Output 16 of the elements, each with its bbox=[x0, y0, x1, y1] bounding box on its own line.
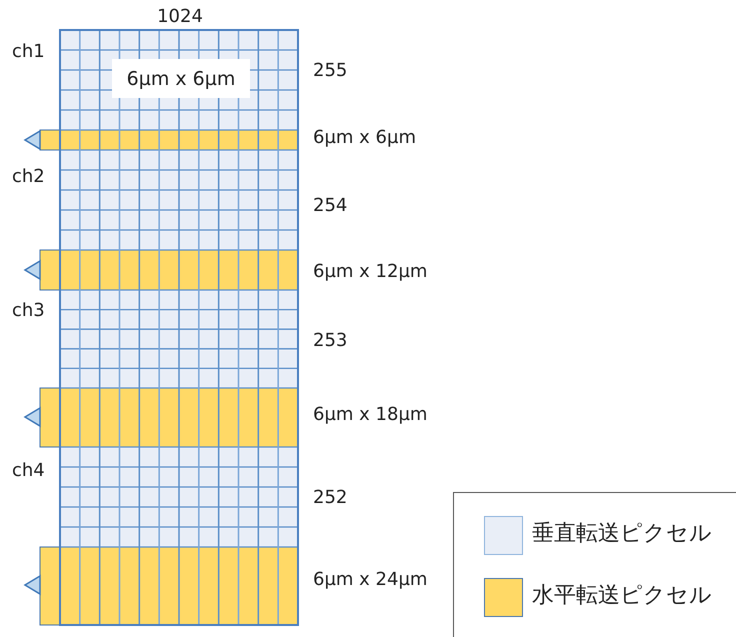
row-count-label: 254 bbox=[313, 197, 348, 215]
legend-text: 水平転送ピクセル bbox=[532, 585, 712, 607]
channel-label: ch3 bbox=[12, 302, 45, 320]
channel-label: ch4 bbox=[12, 462, 45, 480]
row-count-label: 253 bbox=[313, 332, 348, 350]
pixel-size-label: 6µm x 6µm bbox=[313, 129, 416, 147]
pixel-size-label: 6µm x 12µm bbox=[313, 263, 428, 281]
legend-text: 垂直転送ピクセル bbox=[532, 523, 712, 545]
channel-label: ch1 bbox=[12, 43, 45, 61]
column-count-label: 1024 bbox=[157, 8, 203, 26]
pixel-size-label: 6µm x 24µm bbox=[313, 571, 428, 589]
pixel-size-box: 6µm x 6µm bbox=[112, 59, 250, 98]
row-count-label: 252 bbox=[313, 489, 348, 507]
row-count-label: 255 bbox=[313, 62, 348, 80]
pixel-size-label: 6µm x 18µm bbox=[313, 406, 428, 424]
channel-label: ch2 bbox=[12, 168, 45, 186]
